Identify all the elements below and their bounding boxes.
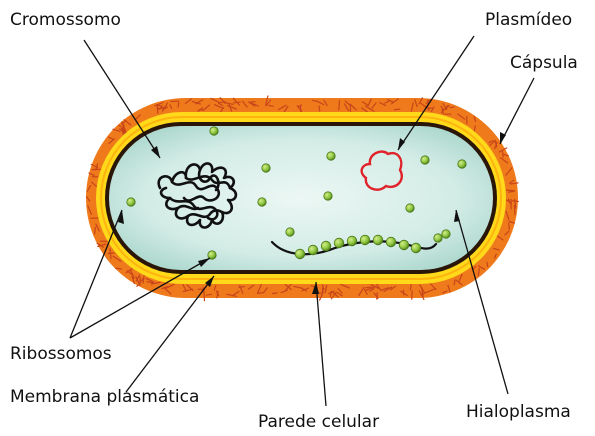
capsule-speckle bbox=[339, 101, 340, 110]
capsule-speckle bbox=[395, 109, 400, 110]
capsule-speckle bbox=[204, 291, 205, 301]
ribosome bbox=[442, 230, 450, 238]
leader-parede bbox=[316, 282, 326, 406]
capsule-speckle bbox=[322, 288, 323, 295]
capsule-speckle bbox=[454, 280, 455, 285]
ribosome bbox=[258, 198, 266, 206]
ribosome bbox=[399, 240, 409, 250]
ribosome bbox=[411, 243, 421, 253]
capsule-speckle bbox=[116, 268, 122, 269]
capsule-speckle bbox=[319, 106, 320, 111]
capsule-speckle bbox=[509, 224, 510, 230]
capsule-speckle bbox=[514, 206, 515, 215]
label-hialoplasma: Hialoplasma bbox=[466, 404, 571, 421]
ribosome bbox=[210, 127, 218, 135]
ribosome bbox=[458, 160, 466, 168]
ribosome bbox=[295, 249, 305, 259]
ribosome bbox=[334, 238, 344, 248]
label-membrana: Membrana plasmática bbox=[10, 389, 199, 406]
label-capsula: Cápsula bbox=[510, 55, 578, 72]
capsule-speckle bbox=[366, 287, 372, 288]
ribosome bbox=[327, 152, 335, 160]
label-parede: Parede celular bbox=[258, 414, 379, 431]
label-cromossomo: Cromossomo bbox=[10, 12, 121, 29]
capsule-speckle bbox=[157, 105, 158, 114]
ribosome bbox=[434, 234, 442, 242]
leader-capsula bbox=[500, 78, 534, 144]
capsule-speckle bbox=[178, 102, 179, 107]
capsule-speckle bbox=[505, 190, 514, 191]
ribosome bbox=[406, 204, 414, 212]
ribosome bbox=[321, 241, 331, 251]
capsule-speckle bbox=[239, 287, 245, 288]
ribosome bbox=[373, 235, 383, 245]
ribosome bbox=[308, 245, 318, 255]
ribosome bbox=[324, 192, 332, 200]
label-plasmideo: Plasmídeo bbox=[485, 12, 572, 29]
capsule-speckle bbox=[108, 253, 114, 254]
ribosome bbox=[286, 228, 294, 236]
ribosome bbox=[421, 156, 429, 164]
label-ribossomos: Ribossomos bbox=[10, 346, 112, 363]
capsule-speckle bbox=[273, 293, 277, 294]
ribosome bbox=[360, 235, 370, 245]
capsule-speckle bbox=[234, 102, 241, 103]
ribosome bbox=[347, 236, 357, 246]
ribosome bbox=[262, 164, 270, 172]
ribosome bbox=[386, 237, 396, 247]
ribosome bbox=[127, 198, 135, 206]
